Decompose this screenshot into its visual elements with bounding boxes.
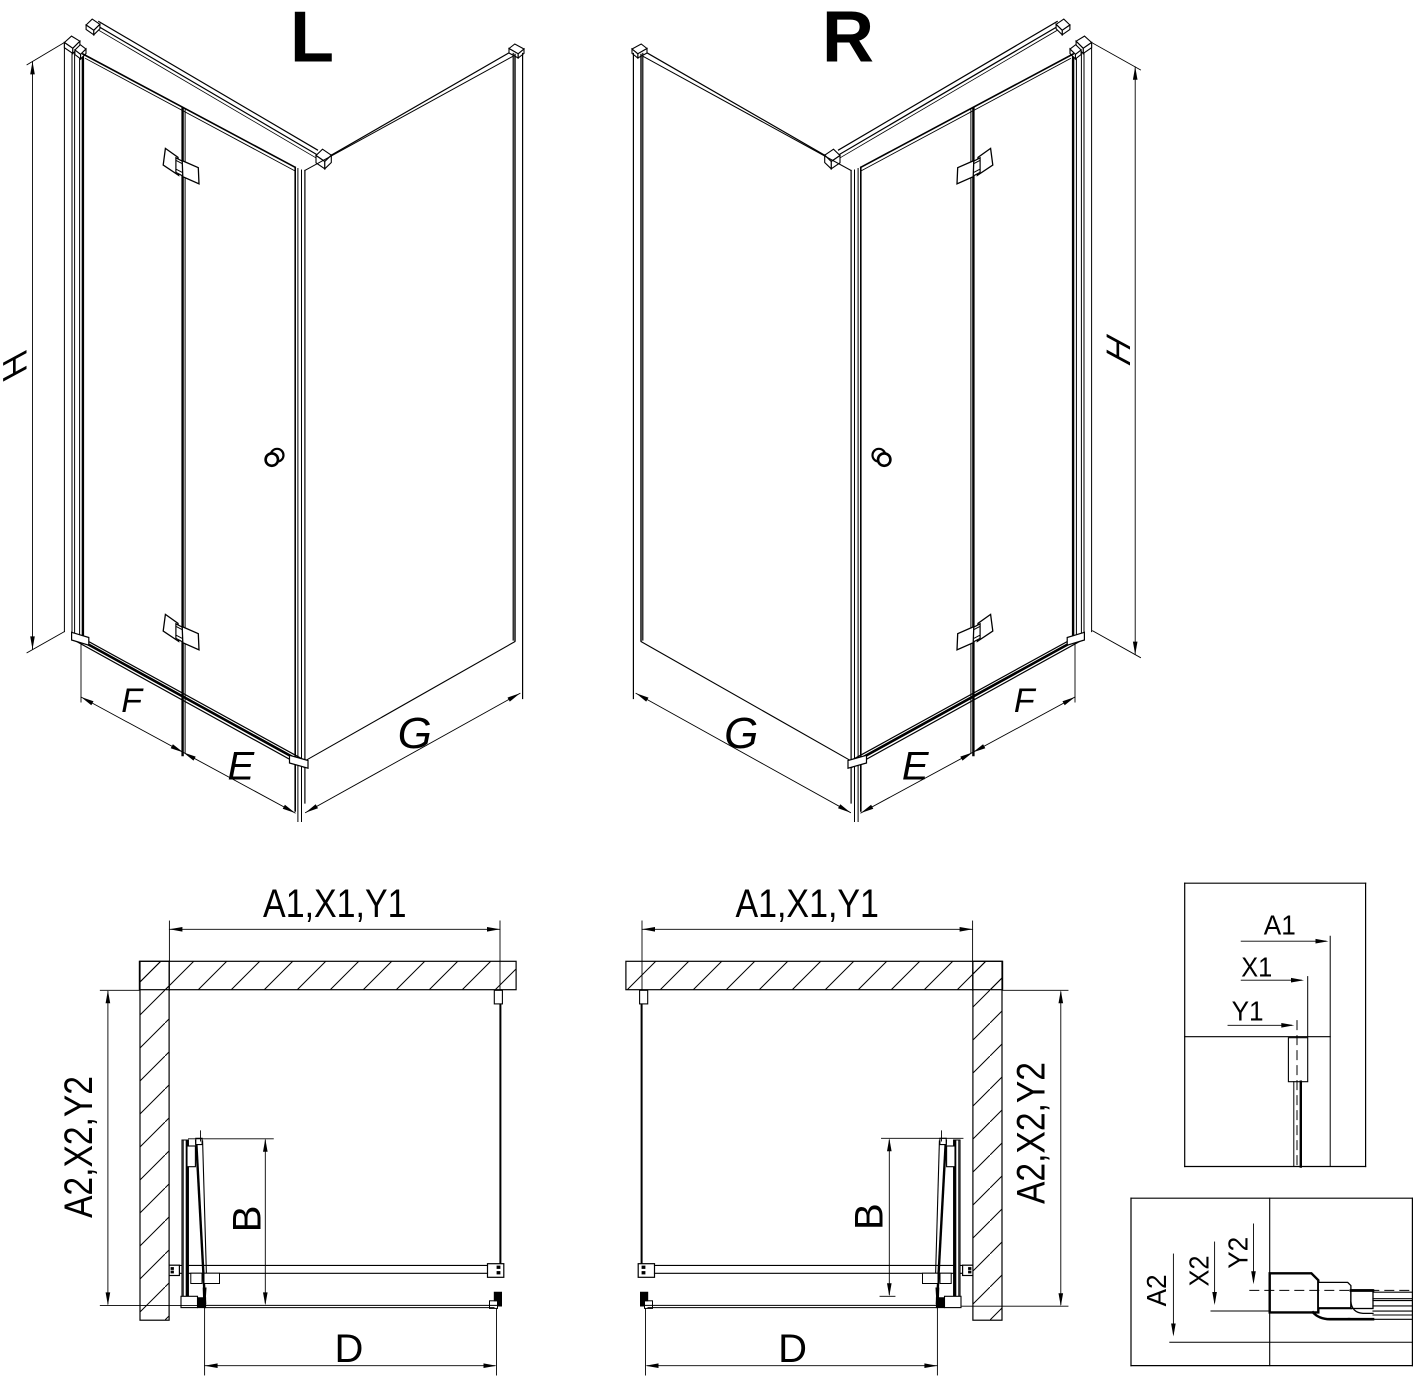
svg-text:A1,X1,Y1: A1,X1,Y1	[263, 882, 407, 926]
svg-text:F: F	[121, 682, 144, 720]
svg-text:A2,X2,Y2: A2,X2,Y2	[1009, 1062, 1053, 1204]
svg-text:A2,X2,Y2: A2,X2,Y2	[57, 1076, 101, 1218]
svg-text:X2: X2	[1184, 1256, 1215, 1287]
svg-text:G: G	[724, 709, 758, 758]
svg-text:A1: A1	[1264, 910, 1296, 941]
svg-text:D: D	[335, 1327, 364, 1371]
svg-text:R: R	[822, 0, 874, 78]
svg-text:F: F	[1014, 682, 1037, 720]
svg-text:E: E	[902, 744, 930, 788]
svg-text:L: L	[290, 0, 334, 78]
svg-text:E: E	[227, 744, 255, 788]
svg-text:G: G	[398, 709, 432, 758]
svg-text:A1,X1,Y1: A1,X1,Y1	[735, 882, 879, 926]
svg-text:X1: X1	[1241, 952, 1272, 983]
svg-text:D: D	[778, 1327, 807, 1371]
svg-text:A2: A2	[1141, 1274, 1172, 1306]
svg-text:Y2: Y2	[1222, 1237, 1253, 1269]
svg-text:B: B	[847, 1203, 891, 1230]
svg-text:B: B	[226, 1206, 270, 1233]
svg-text:Y1: Y1	[1232, 996, 1264, 1027]
